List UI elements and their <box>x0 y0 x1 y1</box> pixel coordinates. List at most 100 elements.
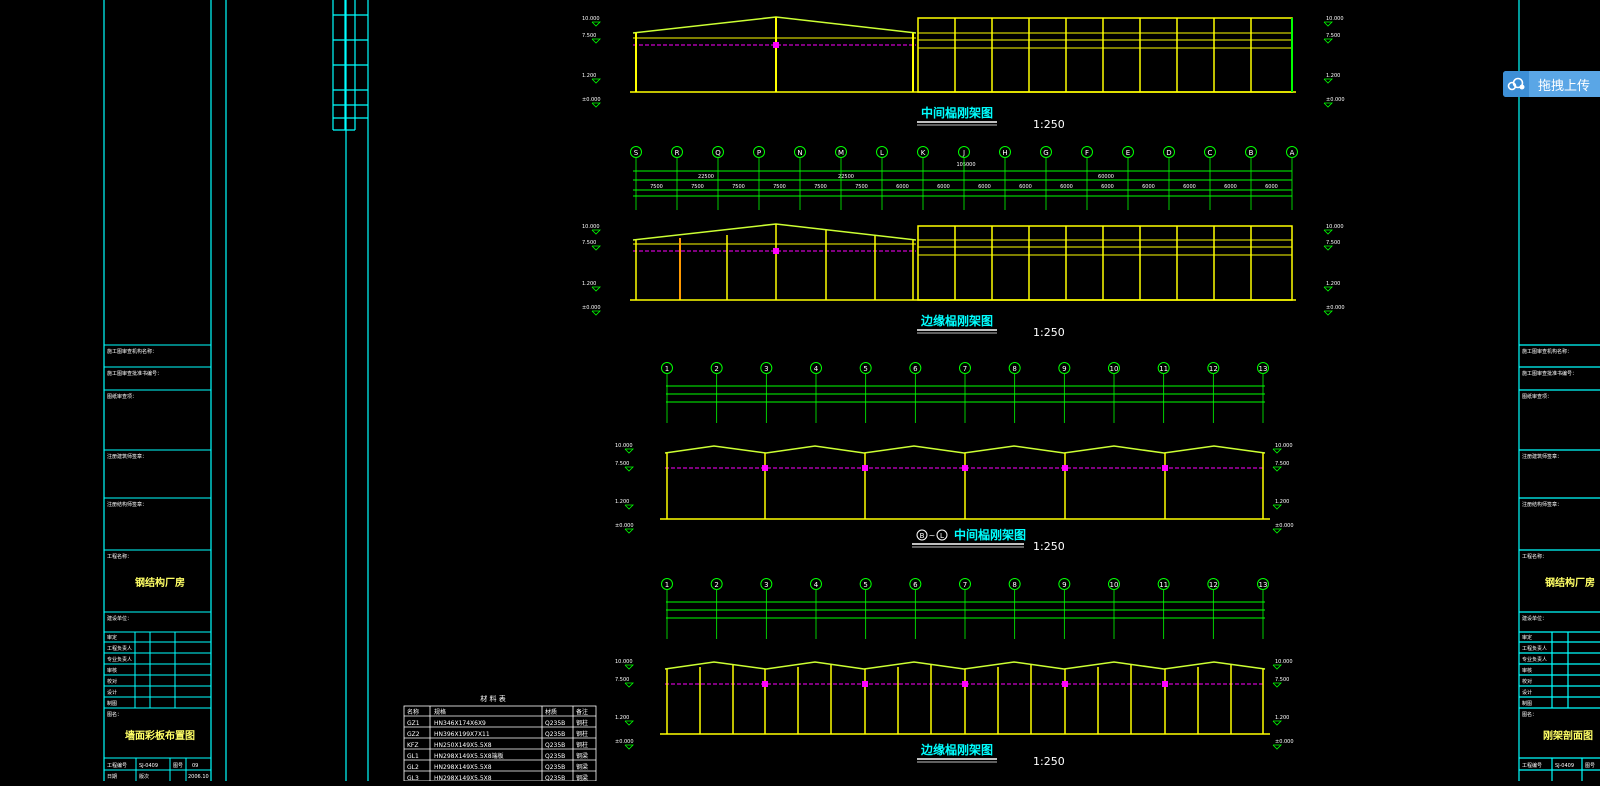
frame-drawing-1 <box>630 16 1296 93</box>
joint-marker <box>1162 681 1168 687</box>
dim-bay-label: 6000 <box>978 184 991 190</box>
axis-bubble-number <box>1157 578 1170 590</box>
axis-label-number: 4 <box>814 365 819 373</box>
axis-label-number: 1 <box>665 365 669 373</box>
dim-bay-label: 7500 <box>855 184 868 190</box>
dim-bay-label: 6000 <box>1019 184 1032 190</box>
lp-sign-0: 审定 <box>107 634 117 641</box>
drawing-scale-4: 1:250 <box>1033 755 1065 768</box>
elevation-marker-right <box>1272 720 1282 726</box>
left-title-block <box>104 344 211 781</box>
axis-bubble-number <box>1108 362 1120 374</box>
elevation-marker-right <box>1323 21 1333 27</box>
elevation-marker-right <box>1272 744 1282 750</box>
rp-sign-3: 审核 <box>1522 667 1532 674</box>
axis-label-letter: N <box>797 149 802 157</box>
lp-footer-5: 版次 <box>139 773 149 780</box>
lp-drawing-label: 图名： <box>107 711 122 718</box>
axis-label-letter: Q <box>715 149 721 157</box>
axis-bubble-number <box>1257 362 1269 374</box>
axis-bubble-letter <box>1204 146 1216 158</box>
axis-label-number: 10 <box>1110 581 1119 589</box>
lp-sign-5: 设计 <box>107 689 117 696</box>
axis-label-number: 3 <box>764 365 768 373</box>
rp-drawing-name: 刚架剖面图 <box>1543 729 1593 742</box>
elevation-marker-left <box>624 744 634 750</box>
dim-overall: 105000 <box>956 162 975 168</box>
axis-bubble-number <box>859 362 872 374</box>
material-table-header: 名称 <box>407 708 419 716</box>
dim-bay-label: 6000 <box>937 184 950 190</box>
elevation-label-right: 7.500 <box>1275 461 1289 467</box>
axis-label-letter: G <box>1043 149 1048 157</box>
drawing-prefix-circle-2 <box>936 529 948 541</box>
elevation-label-left: 1.200 <box>582 73 596 79</box>
dimension-strip-numbers-1 <box>666 385 1265 403</box>
axis-label-number: 11 <box>1159 581 1168 589</box>
axis-bubble-number <box>1008 578 1021 590</box>
lp-field-2: 图纸审查项： <box>107 393 137 400</box>
axis-bubble-number <box>909 362 922 374</box>
material-table-cell: 钢柱 <box>576 741 588 749</box>
elevation-marker-right <box>1323 102 1333 108</box>
axis-label-number: 8 <box>1012 365 1016 373</box>
axis-bubble-number <box>661 362 673 374</box>
material-table-cell: GL1 <box>407 753 419 760</box>
dim-bay-label: 6000 <box>896 184 909 190</box>
material-table-cell: Q235B <box>545 731 565 738</box>
material-table-cell: 钢柱 <box>576 730 588 738</box>
rp-field-1: 施工图审查批准书编号： <box>1522 370 1577 377</box>
lp-footer-1: SJ-0409 <box>139 763 158 769</box>
material-table-cell: HN298X149X5.5X8端板 <box>434 752 504 760</box>
axis-bubble-letter <box>1122 146 1134 158</box>
axis-bubble-letter <box>794 146 806 158</box>
axis-bubble-number <box>1108 578 1120 590</box>
material-table-cell: Q235B <box>545 742 565 749</box>
dimension-strip-letters <box>633 170 1292 197</box>
lp-field-5: 工程名称： <box>107 553 132 560</box>
elevation-label-left: 7.500 <box>582 240 596 246</box>
joint-marker <box>773 42 779 48</box>
material-table-cell: Q235B <box>545 775 565 781</box>
elevation-label-left: ±0.000 <box>582 97 601 103</box>
joint-marker <box>762 465 768 471</box>
drawing-scale-1: 1:250 <box>1033 118 1065 131</box>
elevation-marker-left <box>591 245 601 251</box>
lp-field-3: 注册建筑师签章： <box>107 453 147 460</box>
joint-marker <box>1062 465 1068 471</box>
axis-bubble-letter <box>1081 146 1093 158</box>
axis-bubble-number <box>1058 362 1071 374</box>
dimension-strip-numbers-2 <box>666 601 1265 619</box>
left-frame-lines <box>103 0 369 781</box>
elevation-marker-left <box>591 229 601 235</box>
joint-marker <box>1162 465 1168 471</box>
elevation-marker-left <box>624 720 634 726</box>
joint-marker <box>962 465 968 471</box>
rp-field-5: 工程名称： <box>1522 553 1547 560</box>
rp-sign-4: 校对 <box>1522 678 1532 685</box>
material-table-cell: GL3 <box>407 775 419 781</box>
elevation-marker-right <box>1272 466 1282 472</box>
elevation-label-left: ±0.000 <box>582 305 601 311</box>
axis-label-number: 4 <box>814 581 819 589</box>
lp-field-0: 施工图审查机构名称： <box>107 348 157 355</box>
rp-sign-1: 工程负责人 <box>1522 645 1547 652</box>
elevation-marker-left <box>624 664 634 670</box>
elevation-marker-right <box>1323 78 1333 84</box>
elevation-label-right: 7.500 <box>1326 240 1340 246</box>
lp-footer-4: 日期 <box>107 774 117 780</box>
drag-upload-button[interactable]: 拖拽上传 <box>1503 71 1600 97</box>
joint-marker <box>962 681 968 687</box>
axis-label-number: 1 <box>665 581 669 589</box>
dim-bay-label: 6000 <box>1183 184 1196 190</box>
elevation-marker-left <box>591 102 601 108</box>
axis-label-number: 2 <box>714 365 718 373</box>
axis-bubble-number <box>810 362 822 374</box>
rp-footer-1: SJ-0409 <box>1555 763 1574 769</box>
elevation-marker-left <box>624 504 634 510</box>
rp-sign-2: 专业负责人 <box>1522 656 1547 663</box>
frame-drawing-3 <box>660 445 1270 520</box>
lp-footer-2: 图号 <box>173 763 183 769</box>
